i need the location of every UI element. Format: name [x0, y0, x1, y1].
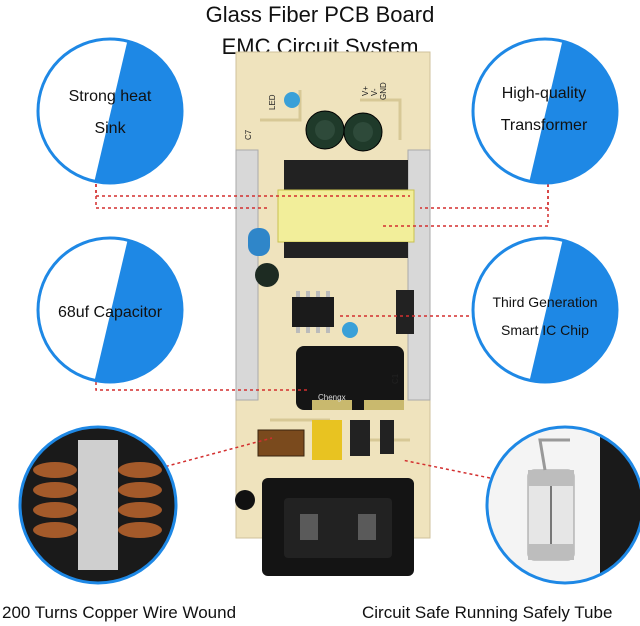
ic-chip-label-line-1: Third Generation — [492, 294, 598, 310]
transformer-component — [277, 160, 415, 258]
board-label-c7: C7 — [244, 129, 253, 140]
transformer-callout-circle — [471, 37, 619, 185]
heatsink-callout-circle — [36, 37, 184, 185]
board-label-led: LED — [268, 94, 277, 110]
ic-chip-component — [292, 290, 414, 334]
board-label-gnd: GND — [379, 82, 388, 100]
transformer-label-line-2: Transformer — [500, 117, 588, 134]
main-capacitor-component — [296, 346, 404, 410]
small-capacitors — [248, 92, 383, 338]
lower-components — [235, 420, 394, 510]
ac-socket-component — [262, 478, 414, 576]
coil-photo-circle — [18, 425, 178, 585]
fuse-caption: Circuit Safe Running Safely Tube — [362, 603, 613, 622]
ic-chip-callout-circle — [471, 236, 619, 384]
title-line-1: Glass Fiber PCB Board — [205, 2, 435, 27]
heatsink-label-line-2: Sink — [94, 120, 126, 137]
capacitor-brand: Chengx — [318, 393, 346, 402]
capacitor-label: 68uf Capacitor — [57, 304, 163, 321]
heatsink-label-line-1: Strong heat — [68, 88, 152, 105]
board-label-vminus: V- — [370, 88, 379, 96]
board-label-c1: C1 — [391, 373, 400, 384]
fuse-photo-circle — [485, 425, 640, 585]
board-label-vplus: V+ — [361, 86, 370, 96]
coil-caption: 200 Turns Copper Wire Wound — [2, 603, 237, 622]
transformer-label-line-1: High-quality — [501, 85, 587, 102]
ic-chip-label-line-2: Smart IC Chip — [501, 322, 589, 338]
